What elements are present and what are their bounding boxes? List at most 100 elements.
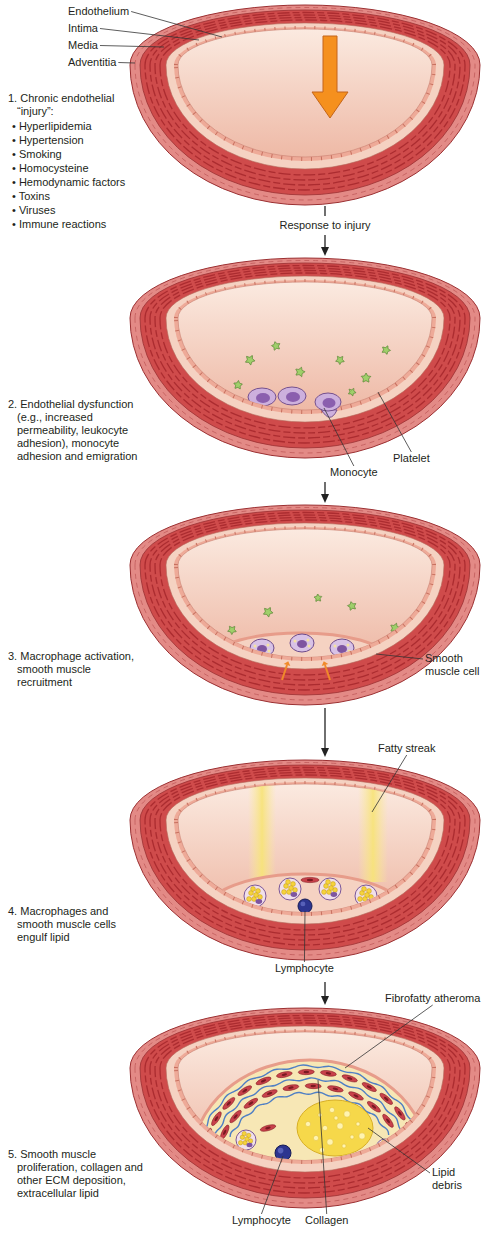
platelet [314,594,322,601]
smooth-muscle-stripes [155,18,455,181]
intimal-thickening [192,1060,428,1242]
lymphocyte-highlight [300,901,305,906]
smooth-muscle-cell [221,1096,236,1111]
bullet-item: • Hypertension [12,134,84,147]
step-text: 1. Chronic endothelial “injury”: [8,92,121,118]
lipid-droplet [251,887,256,892]
platelet [263,608,272,617]
smooth-muscle-nucleus [385,1118,390,1124]
smooth-muscle-stripes [155,773,455,935]
lumen-contents [215,594,400,681]
lipid-debris [337,1123,343,1129]
smooth-muscle-body [210,1111,223,1127]
foam-cell-nucleus [247,1143,253,1147]
lipid-droplet [380,1144,384,1148]
lipid-debris [305,1121,310,1126]
leader-line [345,1005,433,1068]
media-layer [140,10,470,195]
smooth-muscle-body [283,1084,300,1092]
lipid-droplet [365,893,370,898]
platelet [382,346,390,355]
step-text: 5. Smooth muscle proliferation, collagen… [8,1148,147,1200]
smooth-muscle-body [393,1105,407,1121]
part-label: Fatty streak [378,742,435,755]
platelet [348,602,356,611]
media-layer [140,510,470,695]
macrophage [330,639,354,657]
smooth-muscle-nucleus [383,1096,389,1101]
smooth-muscle-cell [260,1123,277,1132]
foam-cell [244,885,266,907]
lipid-droplet [238,1141,242,1145]
smooth-muscle-body [221,1096,236,1111]
endothelial-cells [176,281,434,412]
smooth-muscle-stripes [160,273,450,428]
lipid-droplet [381,1140,385,1144]
smooth-muscle-nucleus [353,1094,359,1099]
foam-cell-nucleus [367,899,374,904]
smooth-muscle-stripes [150,268,460,438]
smooth-muscle-cell [283,1084,300,1092]
foam-cell [376,1139,394,1157]
platelet [336,356,345,364]
vesicle [307,639,310,642]
leader-line [324,408,354,466]
smooth-muscle-stripes [145,266,465,443]
bullet-item: • Homocysteine [12,162,89,175]
migration-arrowhead [322,661,329,666]
platelet [228,626,237,634]
leader-line [118,62,135,64]
smooth-muscle-nucleus [347,1076,353,1080]
adventitia-texture [135,7,475,200]
smooth-muscle-nucleus [232,652,239,657]
adventitia-texture [135,507,475,700]
flow-arrow-shaft [324,206,325,216]
vesicle [268,650,271,653]
monocyte [278,387,306,405]
endothelial-cells [176,528,434,659]
foam-cell [319,878,341,900]
lumen [178,29,432,157]
part-label: Smooth muscle cell [425,652,485,678]
leader-line [131,12,222,38]
part-label: Lymphocyte [232,1214,291,1227]
smooth-muscle-nucleus [226,1101,232,1107]
smooth-muscle-nucleus [303,1071,309,1074]
step-text: 3. Macrophage activation, smooth muscle … [8,650,149,689]
lumen [178,282,432,410]
smooth-muscle-body [218,899,239,911]
part-label: Platelet [393,452,430,465]
intima-layer [166,276,444,422]
smooth-muscle-cell [366,1100,382,1114]
smooth-muscle-stripes [160,520,450,675]
flow-arrowhead [321,996,329,1005]
smooth-muscle-cell [404,1122,415,1139]
layer-label: Endothelium [68,5,129,18]
leader-line [100,46,164,48]
smooth-muscle-nucleus [267,1091,273,1095]
smooth-muscle-body [341,1073,358,1083]
smooth-muscle-body [203,1127,213,1144]
smooth-muscle-nucleus [407,1127,411,1133]
lipid-droplet [378,1148,382,1152]
bullet-item: • Immune reactions [12,218,106,231]
lipid-droplet [254,893,259,898]
smooth-muscle-nucleus [288,1086,294,1089]
endothelium-layer [174,280,436,414]
smooth-muscle-nucleus [242,1088,248,1093]
lipid-droplet [289,886,294,891]
injury-arrow [312,36,348,118]
smooth-muscle-cell [218,899,239,911]
vesicle [334,645,337,648]
smooth-muscle-body [219,1124,231,1141]
foam-cell-nucleus [331,892,338,897]
smooth-muscle-nucleus [310,1085,316,1088]
media-layer [140,263,470,448]
adventitia-layer [130,5,480,205]
smooth-muscle-cell [348,1090,365,1101]
smooth-muscle-nucleus [265,1126,271,1130]
lymphocyte-highlight [278,1148,284,1154]
lipid-droplet [326,880,331,885]
smooth-muscle-cell [393,1105,407,1121]
smooth-muscle-nucleus [222,1129,227,1135]
